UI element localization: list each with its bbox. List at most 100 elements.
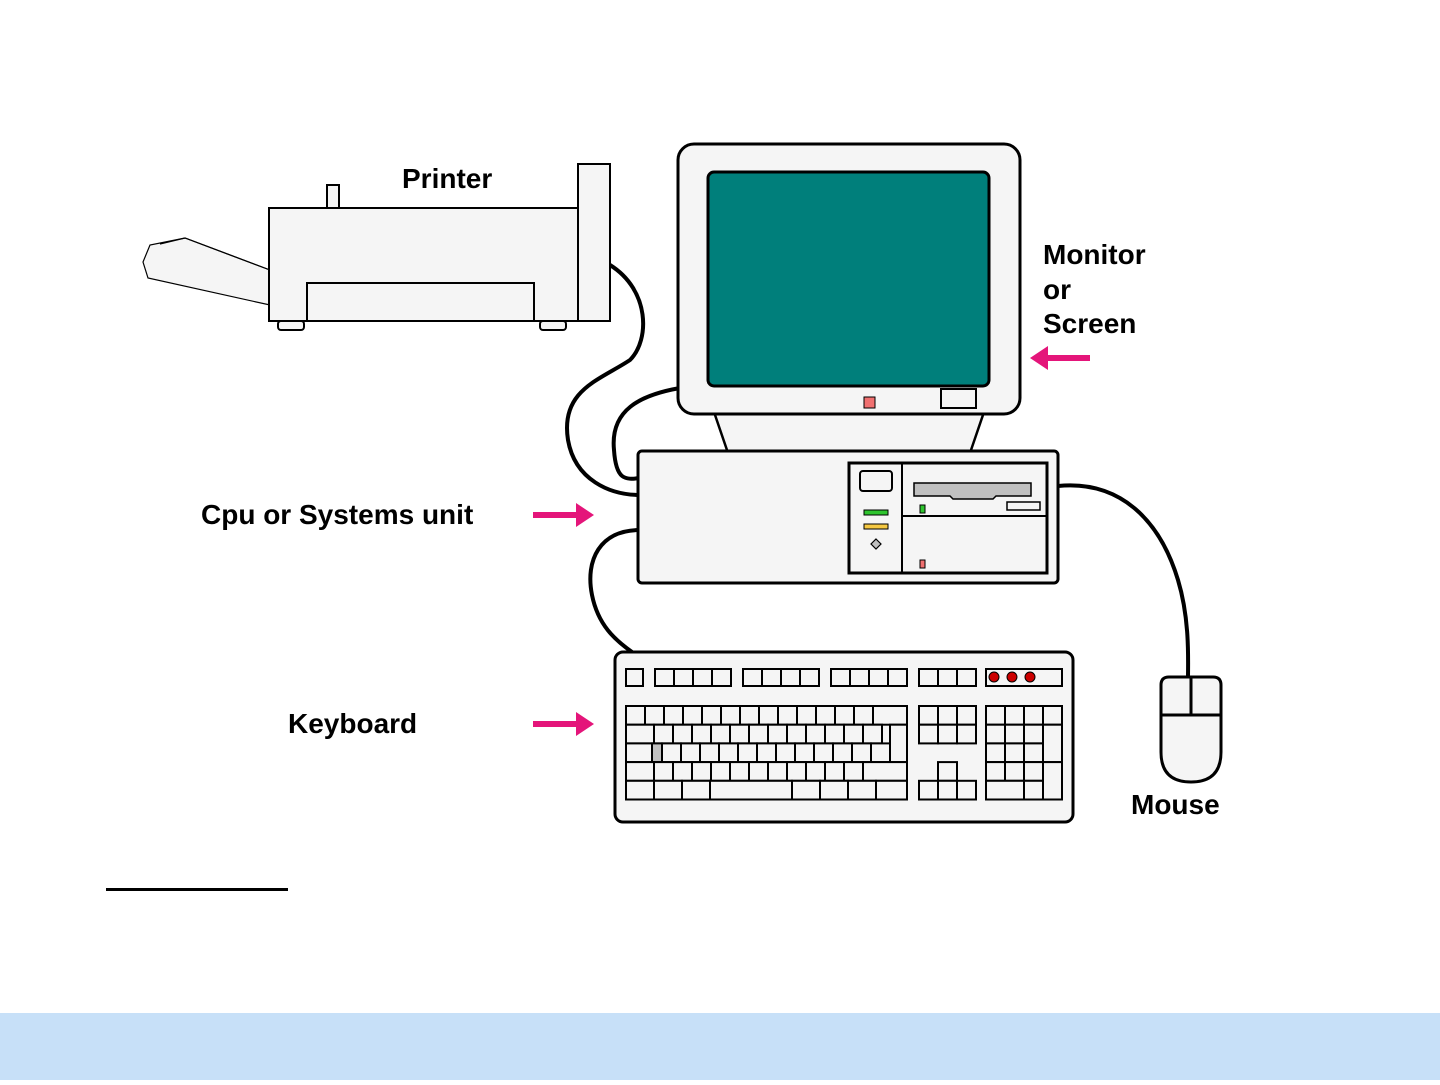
keyboard-key [756,742,777,764]
monitor-stand [712,410,986,455]
keyboard-key [834,705,855,726]
key-enter [889,723,908,764]
label-monitor-line3: Screen [1043,308,1137,339]
floppy-led [919,504,926,514]
nav-key [937,723,958,745]
label-cpu: Cpu or Systems unit [201,499,474,530]
keyboard-key [775,742,796,764]
key-alt-right [791,779,821,801]
key-tab [625,723,655,745]
arrow-key [918,779,939,801]
keyboard-key [832,742,853,764]
printer-paper-tray [142,237,271,306]
function-key [937,668,958,687]
system-unit [636,449,1060,585]
keyboard-key [701,705,722,726]
function-key [799,668,820,687]
keyboard-key [691,761,712,782]
key-shift-left [625,761,655,782]
numpad-key [1023,761,1044,782]
footer-bar [0,1013,1440,1080]
keyboard-key [824,723,845,745]
numpad-key [985,723,1006,745]
keyboard-key [813,742,834,764]
cables [564,263,1191,679]
keyboard-led-icon [1024,671,1036,683]
numpad-key [1004,742,1025,764]
key-win-right [819,779,849,801]
monitor-arrow-icon [1030,346,1090,370]
keyboard-key [805,761,826,782]
pointer-arrows [533,346,1090,736]
keyboard-key [767,761,788,782]
monitor-screen [706,170,991,388]
printer-output-slot [306,282,535,322]
numpad-key [985,705,1006,726]
keyboard-key [625,705,646,726]
keyboard-key [672,761,693,782]
monitor-cable [611,386,681,481]
function-key [918,668,939,687]
function-key [673,668,694,687]
drive-led [919,559,926,569]
mouse-cable [1057,483,1191,679]
key-menu [847,779,877,801]
keyboard-key [710,761,731,782]
nav-key [956,723,977,745]
keyboard-key [805,723,826,745]
keyboard-key [680,742,701,764]
nav-key [918,723,939,745]
nav-key [937,705,958,726]
monitor-button-panel [940,388,977,409]
power-led-green [863,509,889,516]
printer-knob [326,184,340,209]
cpu-arrow-icon [533,503,594,527]
key-space [709,779,793,801]
arrow-key [937,779,958,801]
keyboard-key [796,705,817,726]
key-ctrl [625,779,655,801]
nav-key [956,705,977,726]
label-monitor-line2: or [1043,274,1071,305]
keyboard-key [729,723,750,745]
keyboard-key [767,723,788,745]
keyboard-key [794,742,815,764]
numpad-key [1023,742,1044,764]
monitor-power-led [863,396,876,409]
numpad-key [1023,705,1044,726]
keyboard-key [786,761,807,782]
keyboard-arrow-icon [533,712,594,736]
key-shift-right [862,761,908,782]
keyboard-key [862,723,883,745]
keyboard-key [843,761,864,782]
printer-back-panel [577,163,611,322]
monitor [676,142,1022,455]
key-alt [681,779,711,801]
function-key [761,668,782,687]
keyboard-key [644,705,665,726]
label-mouse: Mouse [1131,789,1220,820]
keyboard-key [748,761,769,782]
function-key [849,668,870,687]
numpad-plus [1042,723,1063,764]
label-monitor-line1: Monitor [1043,239,1146,270]
keyboard-key [682,705,703,726]
numpad-key [1042,705,1063,726]
mouse [1159,675,1223,784]
keyboard-key [661,742,682,764]
keyboard-key [843,723,864,745]
keyboard-key [739,705,760,726]
keyboard-key [851,742,872,764]
numpad-zero [985,779,1025,801]
keyboard-key [758,705,779,726]
keyboard-key [729,761,750,782]
keyboard-key [777,705,798,726]
printer-foot-right [539,320,567,331]
indicator-panel [985,668,1063,687]
key-caps [625,742,655,764]
function-key [868,668,889,687]
keyboard-key [815,705,836,726]
keyboard-key [663,705,684,726]
hdd-led-yellow [863,523,889,530]
